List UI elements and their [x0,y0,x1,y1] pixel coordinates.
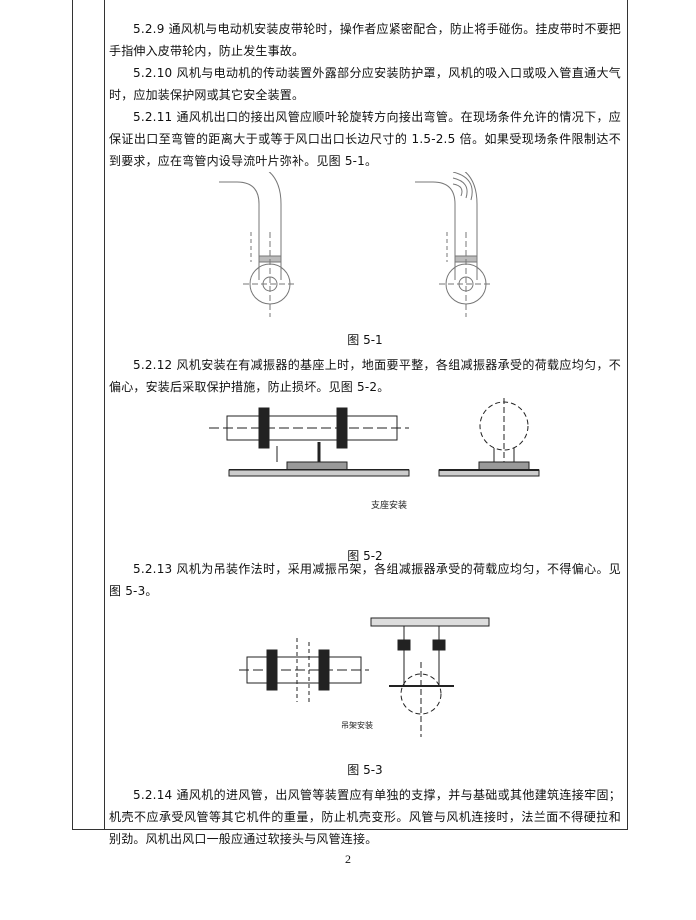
figure-5-1-drawing [219,161,493,317]
figure-5-1: 图 5-1 [109,161,621,347]
section-number: 5.2.12 [133,358,173,372]
paragraph-5-2-13: 5.2.13 风机为吊装作法时，采用减振吊架，各组减振器承受的荷载应均匀，不得偏… [109,558,621,602]
section-text: 通风机与电动机安装皮带轮时，操作者应紧密配合，防止将手碰伤。挂皮带时不要把手指伸… [109,22,621,58]
figure-5-2-drawing: 支座安装 [209,398,540,511]
figure-5-1-caption: 图 5-1 [347,333,383,347]
figure-5-2: 支座安装 图 5-2 [109,398,621,563]
section-number: 5.2.11 [133,110,173,124]
paragraph-5-2-14: 5.2.14 通风机的进风管，出风管等装置应有单独的支撑，并与基础或其他建筑连接… [109,784,621,850]
figure-5-3-caption: 图 5-3 [347,763,383,777]
section-number: 5.2.9 [133,22,165,36]
page-number: 2 [345,852,351,866]
section-number: 5.2.13 [133,562,173,576]
main-content: 5.2.9 通风机与电动机安装皮带轮时，操作者应紧密配合，防止将手碰伤。挂皮带时… [109,18,621,850]
section-text: 风机与电动机的传动装置外露部分应安装防护罩，风机的吸入口或吸入管直通大气时，应加… [109,66,621,102]
figure-5-3-inner-title: 吊架安装 [341,720,373,730]
figure-5-2-caption: 图 5-2 [347,549,383,563]
paragraph-5-2-12: 5.2.12 风机安装在有减振器的基座上时，地面要平整，各组减振器承受的荷载应均… [109,354,621,398]
section-text: 风机安装在有减振器的基座上时，地面要平整，各组减振器承受的荷载应均匀，不偏心，安… [109,358,621,394]
paragraph-5-2-9: 5.2.9 通风机与电动机安装皮带轮时，操作者应紧密配合，防止将手碰伤。挂皮带时… [109,18,621,62]
table-column-divider [104,0,105,829]
section-number: 5.2.10 [133,66,173,80]
section-text: 通风机出口的接出风管应顺叶轮旋转方向接出弯管。在现场条件允许的情况下，应保证出口… [109,110,621,168]
figure-5-2-inner-title: 支座安装 [371,499,407,511]
section-text: 风机为吊装作法时，采用减振吊架，各组减振器承受的荷载应均匀，不得偏心。见图 5-… [109,562,621,598]
figure-5-3: 吊架安装 图 5-3 [109,602,621,778]
section-text: 通风机的进风管，出风管等装置应有单独的支撑，并与基础或其他建筑连接牢固；机壳不应… [109,788,621,846]
table-frame [72,0,628,830]
paragraph-5-2-10: 5.2.10 风机与电动机的传动装置外露部分应安装防护罩，风机的吸入口或吸入管直… [109,62,621,106]
section-number: 5.2.14 [133,788,173,802]
paragraph-5-2-11: 5.2.11 通风机出口的接出风管应顺叶轮旋转方向接出弯管。在现场条件允许的情况… [109,106,621,172]
figure-5-3-drawing: 吊架安装 [239,617,490,737]
